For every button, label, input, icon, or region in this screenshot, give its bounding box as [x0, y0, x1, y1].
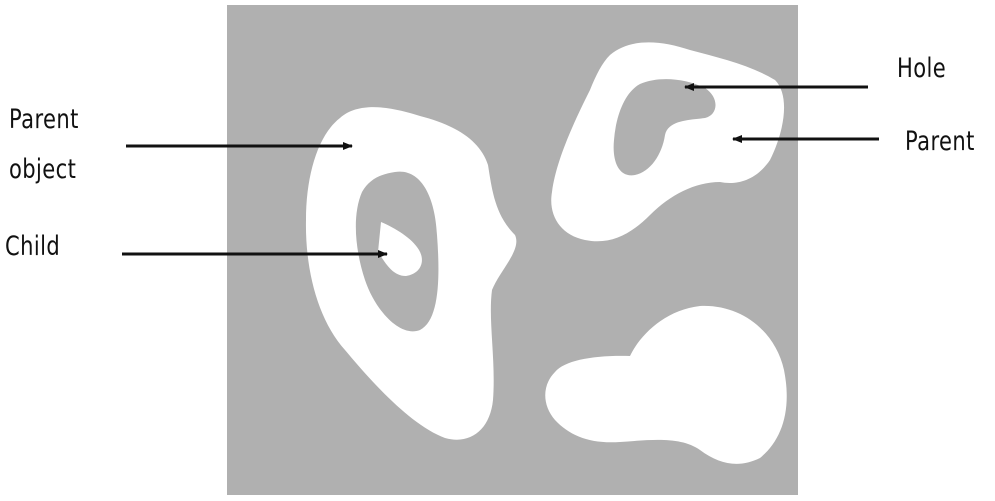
- label-parent-object-line1: Parent: [9, 104, 79, 135]
- label-child: Child: [5, 231, 61, 262]
- label-parent-right: Parent: [905, 126, 975, 157]
- right-parent-object: [551, 42, 785, 242]
- label-parent-object-line2: object: [9, 154, 77, 185]
- label-hole: Hole: [897, 53, 947, 84]
- child-object: [378, 222, 422, 276]
- bottom-right-object: [545, 305, 787, 464]
- right-object-hole: [613, 79, 716, 176]
